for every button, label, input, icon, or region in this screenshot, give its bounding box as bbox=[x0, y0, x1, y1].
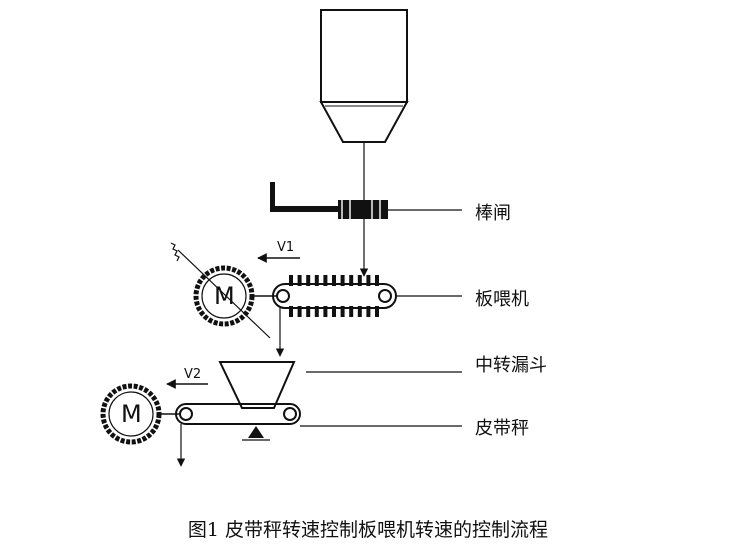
feeder-tooth bbox=[297, 275, 302, 286]
label-hopper: 中转漏斗 bbox=[475, 355, 547, 376]
feeder-tooth bbox=[306, 275, 311, 286]
feeder-tooth bbox=[366, 275, 371, 286]
belt-scale bbox=[175, 403, 301, 441]
feeder-tooth bbox=[375, 275, 379, 286]
transfer-hopper bbox=[218, 361, 296, 409]
feeder-tooth bbox=[289, 306, 293, 317]
v2-label: V2 bbox=[184, 367, 202, 382]
feeder-tooth bbox=[357, 306, 362, 317]
feeder-tooth bbox=[340, 275, 345, 286]
feeder-tooth bbox=[323, 306, 328, 317]
feeder-tooth bbox=[289, 275, 293, 286]
feeder-tooth bbox=[357, 275, 362, 286]
feeder-tooth bbox=[323, 275, 328, 286]
control-signal-line bbox=[177, 249, 271, 339]
feeder-tooth bbox=[314, 275, 319, 286]
label-belt-scale: 皮带秤 bbox=[475, 418, 529, 439]
feeder-tooth bbox=[349, 275, 354, 286]
feeder-tooth bbox=[340, 306, 345, 317]
label-bar-gate: 棒闸 bbox=[475, 203, 511, 224]
feeder-tooth bbox=[332, 306, 336, 317]
feeder-tooth bbox=[375, 306, 379, 317]
motor-2-label: M bbox=[121, 400, 142, 428]
silo bbox=[319, 9, 409, 143]
feeder-tooth bbox=[314, 306, 319, 317]
feeder-tooth bbox=[349, 306, 354, 317]
feeder-tooth bbox=[297, 306, 302, 317]
feeder-tooth bbox=[332, 275, 336, 286]
signal-zigzag bbox=[170, 242, 180, 262]
feeder-tooth bbox=[306, 306, 311, 317]
bar-gate bbox=[270, 182, 388, 221]
label-plate-feeder: 板喂机 bbox=[475, 289, 529, 310]
v1-label: V1 bbox=[277, 240, 295, 255]
plate-feeder bbox=[272, 275, 397, 317]
feeder-tooth bbox=[366, 306, 371, 317]
motor-1-label: M bbox=[214, 282, 235, 310]
figure-caption: 图1 皮带秤转速控制板喂机转速的控制流程 bbox=[187, 519, 549, 541]
